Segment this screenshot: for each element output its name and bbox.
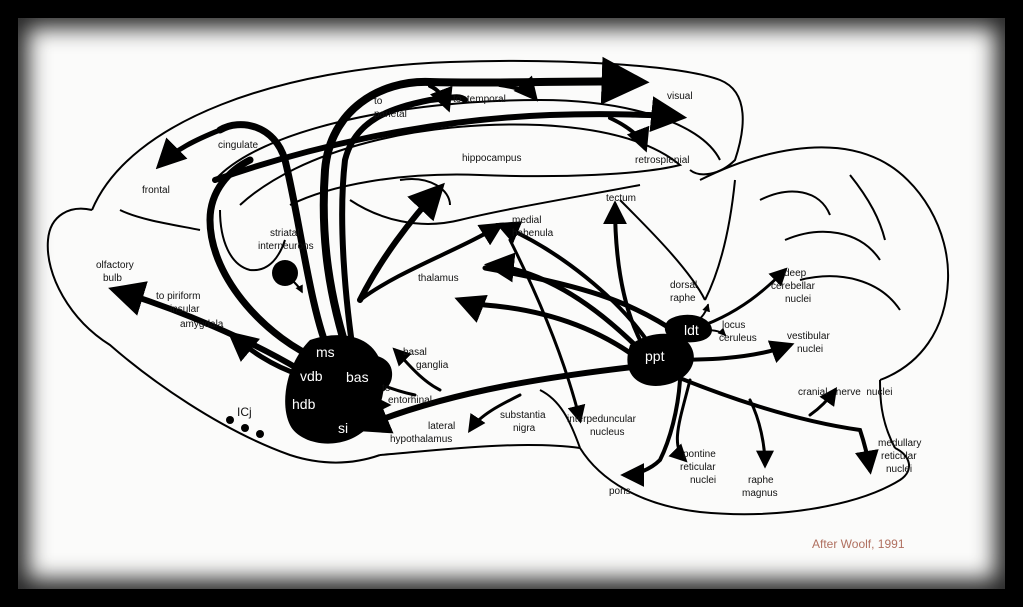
striatal-arrow — [292, 280, 302, 292]
nucleus-vdb: vdb — [300, 368, 323, 384]
nucleus-ms: ms — [316, 344, 335, 360]
label-medial-1: medial — [512, 215, 541, 226]
label-basal-1: basal — [403, 347, 427, 358]
label-to-parietal-1: to — [374, 96, 383, 107]
label-medullary-1: medullary — [878, 438, 921, 449]
nucleus-ldt: ldt — [684, 322, 699, 338]
label-locus-2: ceruleus — [719, 333, 757, 344]
label-to-temporal: to temporal — [453, 94, 506, 105]
label-frontal: frontal — [142, 185, 170, 196]
label-olfactory-2: bulb — [103, 273, 122, 284]
label-lateral-1: lateral — [428, 421, 455, 432]
label-deep-3: nuclei — [785, 294, 811, 305]
label-piriform-2: insular — [170, 304, 200, 315]
label-thalamus: thalamus — [418, 273, 459, 284]
label-interpeduncular-2: nucleus — [590, 427, 624, 438]
label-striatal-2: interneurons — [258, 241, 314, 252]
label-interpeduncular-1: interpeduncular — [567, 414, 637, 425]
label-retrosplenial: retrosplenial — [635, 155, 689, 166]
label-to-parietal-2: parietal — [374, 109, 407, 120]
label-deep-1: deep — [784, 268, 807, 279]
nucleus-icj: ICj — [237, 405, 252, 419]
label-basal-2: ganglia — [416, 360, 449, 371]
label-locus-1: locus — [722, 320, 745, 331]
label-pontine-1: pontine — [683, 449, 716, 460]
label-dorsal-1: dorsal — [670, 280, 697, 291]
region-labels: frontal cingulate to parietal to tempora… — [96, 91, 921, 499]
label-olfactory-1: olfactory — [96, 260, 134, 271]
credit-text: After Woolf, 1991 — [812, 537, 905, 551]
label-pontine-2: reticular — [680, 462, 716, 473]
label-hippocampus: hippocampus — [462, 153, 521, 164]
label-medullary-2: reticular — [881, 451, 917, 462]
label-vestibular-2: nuclei — [797, 344, 823, 355]
nucleus-bas: bas — [346, 369, 369, 385]
label-pontine-3: nuclei — [690, 475, 716, 486]
label-lateral-2: hypothalamus — [390, 434, 452, 445]
label-raphe-2: magnus — [742, 488, 778, 499]
label-deep-2: cerebellar — [771, 281, 816, 292]
label-visual: visual — [667, 91, 693, 102]
label-pons: pons — [609, 486, 631, 497]
nucleus-hdb: hdb — [292, 396, 316, 412]
nucleus-ppt: ppt — [645, 348, 665, 364]
label-piriform-1: to piriform — [156, 291, 200, 302]
label-substantia-2: nigra — [513, 423, 536, 434]
nucleus-si: si — [338, 420, 348, 436]
label-medial-2: habenula — [512, 228, 554, 239]
label-substantia-1: substantia — [500, 410, 546, 421]
label-cranial-nerve-nuclei: cranial nerve nuclei — [798, 387, 893, 398]
label-cingulate: cingulate — [218, 140, 258, 151]
label-entorhinal-2: entorhinal — [388, 395, 432, 406]
label-dorsal-2: raphe — [670, 293, 696, 304]
label-medullary-3: nuclei — [886, 464, 912, 475]
label-entorhinal-1: to — [382, 383, 391, 394]
label-striatal-1: striatal — [270, 228, 299, 239]
label-amygdala: amygdala — [180, 319, 224, 330]
label-tectum: tectum — [606, 193, 636, 204]
label-raphe-1: raphe — [748, 475, 774, 486]
label-vestibular-1: vestibular — [787, 331, 830, 342]
